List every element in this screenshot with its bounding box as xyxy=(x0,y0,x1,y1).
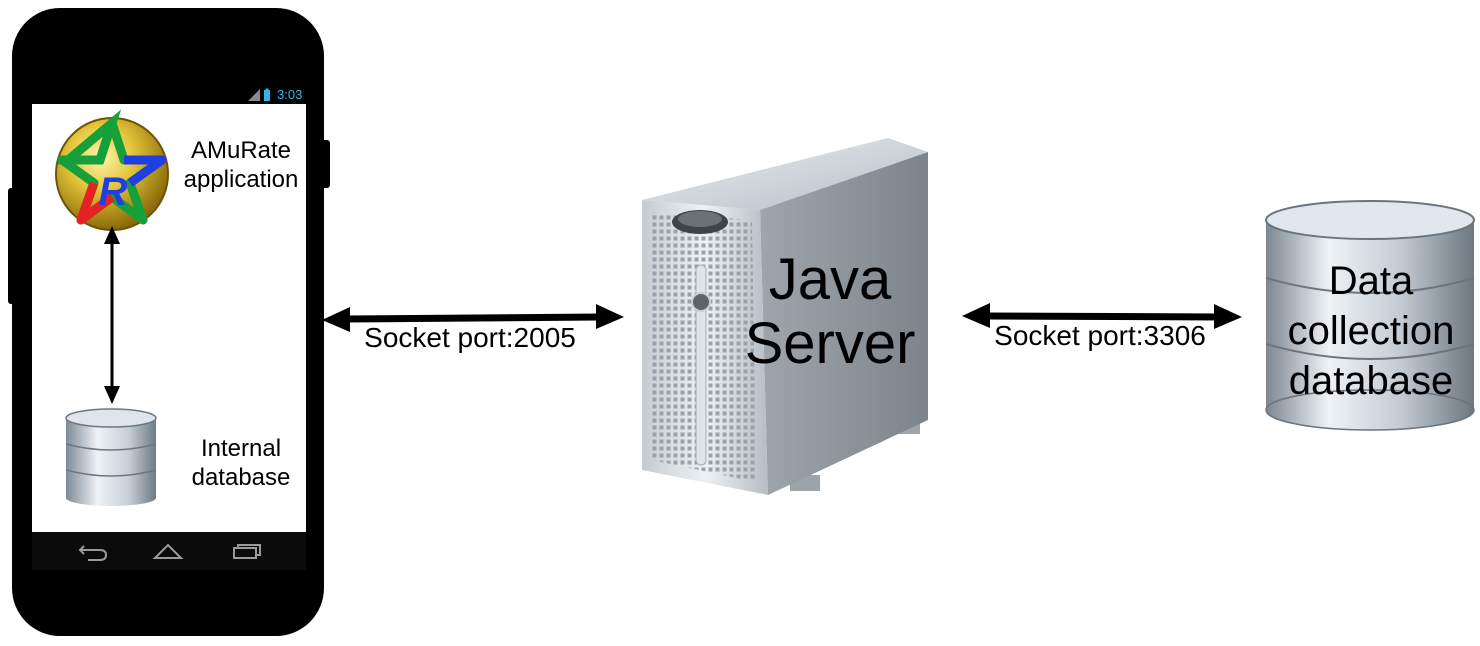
signal-icon xyxy=(248,89,260,101)
arrow-server-db xyxy=(962,303,1242,329)
home-icon[interactable] xyxy=(152,543,184,559)
internal-db-label: Internal database xyxy=(191,435,291,491)
app-db-arrow xyxy=(104,226,120,404)
server-tower-icon xyxy=(642,138,928,495)
status-bar xyxy=(32,84,306,104)
server-label: Java Server xyxy=(744,247,916,376)
data-collection-database-icon xyxy=(1265,200,1475,431)
status-time: 3:03 xyxy=(277,87,303,102)
recent-apps-icon[interactable] xyxy=(233,544,261,559)
internal-database-icon xyxy=(65,408,157,506)
connection-label-2005: Socket port:2005 xyxy=(364,322,576,353)
battery-icon xyxy=(264,88,270,101)
connection-label-3306: Socket port:3306 xyxy=(994,320,1206,351)
arrow-phone-server xyxy=(322,304,624,332)
app-label: AMuRate application xyxy=(183,137,299,193)
logo-letter: R xyxy=(99,170,128,214)
database-label: Data collection database xyxy=(1287,259,1455,403)
phone-frame: R xyxy=(8,8,330,636)
back-icon[interactable] xyxy=(78,545,108,561)
